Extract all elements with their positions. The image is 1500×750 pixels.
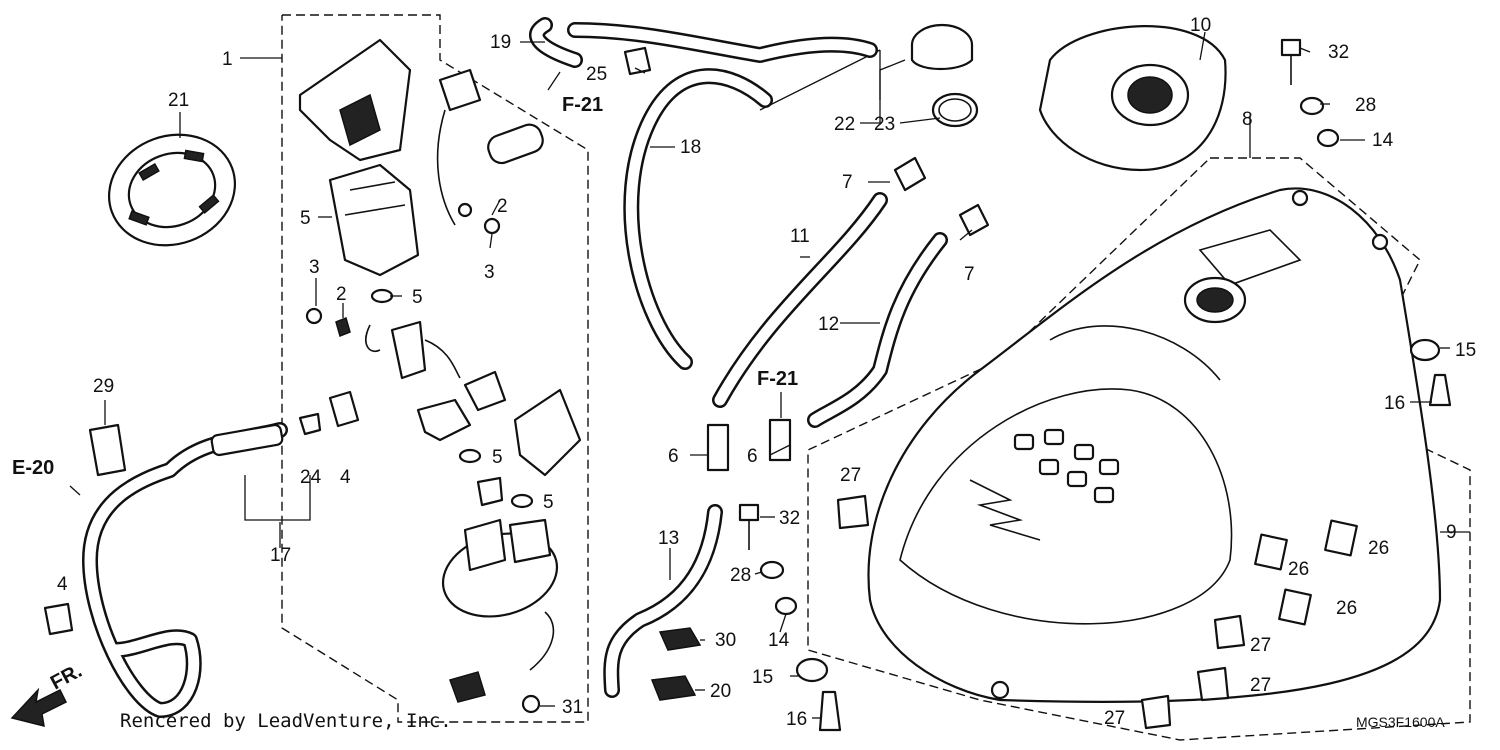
part-1-pump-bracket — [298, 38, 412, 162]
part-12-tube — [807, 232, 948, 428]
callout-2: 2 — [336, 284, 347, 305]
callout-2: 2 — [497, 196, 508, 217]
callout-28: 28 — [1355, 95, 1376, 116]
pump-filter-parts — [416, 370, 582, 507]
callout-16: 16 — [1384, 393, 1405, 414]
callout-7: 7 — [842, 172, 853, 193]
leader-lines — [104, 31, 1470, 719]
callout-14: 14 — [1372, 130, 1394, 151]
callout-17: 17 — [270, 545, 291, 566]
pump-flange-plate — [441, 518, 559, 703]
callout-28: 28 — [730, 565, 751, 586]
render-credit: Rencered by LeadVenture, Inc. — [120, 710, 452, 732]
callout-9: 9 — [1446, 522, 1457, 543]
callout-31: 31 — [562, 697, 583, 718]
bottom-fasteners — [738, 503, 842, 732]
callout-5: 5 — [492, 447, 503, 468]
callout-1: 1 — [222, 49, 233, 70]
callout-15: 15 — [752, 667, 773, 688]
callout-26: 26 — [1288, 559, 1309, 580]
callout-7: 7 — [964, 264, 975, 285]
callout-11: 11 — [790, 226, 810, 247]
callout-27: 27 — [1250, 675, 1271, 696]
callout-22: 22 — [834, 114, 855, 135]
part-7-joints — [893, 156, 990, 237]
callout-18: 18 — [680, 137, 701, 158]
callout-20: 20 — [710, 681, 731, 702]
callout-5: 5 — [300, 208, 311, 229]
callout-27: 27 — [1104, 708, 1125, 729]
callout-30: 30 — [715, 630, 736, 651]
fuel-level-sender — [436, 68, 544, 226]
callout-24: 24 — [300, 467, 322, 488]
small-fasteners — [305, 202, 541, 714]
callout-12: 12 — [818, 314, 839, 335]
callout-3: 3 — [309, 257, 320, 278]
callout-8: 8 — [1242, 109, 1253, 130]
part-5-pump-housing — [328, 163, 420, 277]
callout-4: 4 — [340, 467, 351, 488]
part-10-tank-cover — [1038, 25, 1227, 172]
part-11-tube — [712, 192, 888, 408]
callout-15: 15 — [1455, 340, 1476, 361]
callout-5: 5 — [543, 492, 554, 513]
callout-26: 26 — [1336, 598, 1357, 619]
part-17-fuel-feed-hose — [82, 422, 288, 718]
callout-5: 5 — [412, 287, 423, 308]
diagram-code: MGS3F1600A — [1356, 714, 1445, 730]
callout-23: 23 — [874, 114, 895, 135]
right-fasteners — [1280, 38, 1452, 407]
callout-21: 21 — [168, 90, 189, 111]
fuel-pump-motor — [365, 320, 461, 380]
callout-4: 4 — [57, 574, 68, 595]
callout-32: 32 — [779, 508, 800, 529]
clips — [43, 46, 702, 701]
callout-6: 6 — [747, 446, 758, 467]
callout-32: 32 — [1328, 42, 1349, 63]
callout-13: 13 — [658, 528, 679, 549]
callout-6: 6 — [668, 446, 679, 467]
front-arrow-icon: FR. — [10, 660, 86, 728]
callout-27: 27 — [840, 465, 861, 486]
callout-numbers: 1 2 2 3 3 4 4 5 5 5 5 6 6 7 7 8 9 10 11 … — [57, 15, 1476, 730]
callout-10: 10 — [1190, 15, 1211, 36]
part-23-cap-seal — [931, 92, 979, 128]
pads-and-clips — [836, 494, 1358, 730]
part-19-hose-top — [529, 17, 583, 68]
tank-group-box — [807, 157, 1471, 741]
ref-f21-mid: F-21 — [757, 368, 798, 390]
ref-e20: E-20 — [12, 457, 54, 479]
part-6-joints — [706, 418, 792, 472]
part-13-drain-tube — [603, 504, 723, 698]
callout-19: 19 — [490, 32, 511, 53]
part-18-breather-hose — [567, 22, 878, 370]
callout-29: 29 — [93, 376, 114, 397]
part-21-strainer-ring — [107, 133, 237, 247]
tank-grip-pad — [969, 428, 1120, 541]
callout-16: 16 — [786, 709, 807, 730]
callout-3: 3 — [484, 262, 495, 283]
part-8-fuel-tank — [867, 187, 1442, 703]
part-22-fuel-cap — [910, 23, 974, 70]
callout-14: 14 — [768, 630, 790, 651]
ref-f21-top: F-21 — [562, 94, 603, 116]
pump-assembly-group-box — [281, 14, 589, 723]
callout-26: 26 — [1368, 538, 1389, 559]
front-label: FR. — [47, 660, 86, 695]
callout-25: 25 — [586, 64, 607, 85]
callout-27: 27 — [1250, 635, 1271, 656]
